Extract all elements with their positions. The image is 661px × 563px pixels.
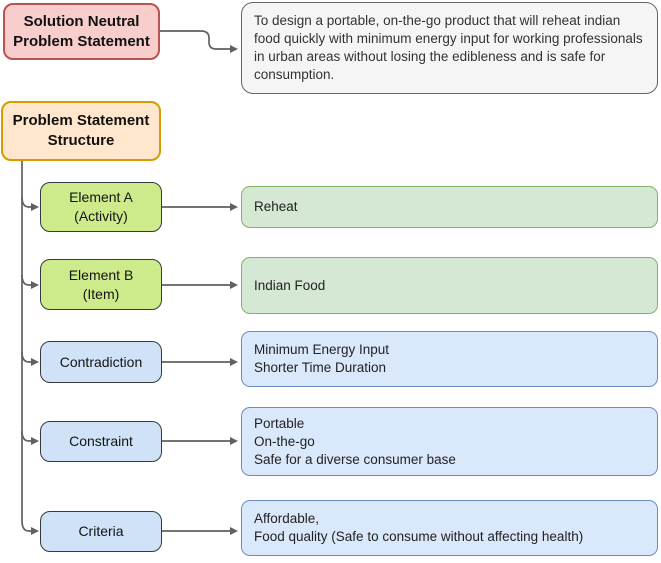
row-label-line: Constraint: [69, 433, 133, 449]
solution-neutral-header-box[interactable]: Solution Neutral Problem Statement: [3, 3, 160, 60]
row-label-line: Criteria: [78, 523, 124, 539]
branch-arrow-element-b: [21, 274, 39, 289]
row-value-line: Safe for a diverse consumer base: [254, 451, 456, 467]
row-value-line: Shorter Time Duration: [254, 360, 387, 375]
branch-arrow-element-a: [21, 196, 39, 211]
row-value-line: Food quality (Safe to consume without af…: [254, 529, 584, 544]
row-value-line: Indian Food: [254, 277, 326, 293]
row-label-contradiction[interactable]: Contradiction: [40, 341, 162, 383]
problem-statement-text: To design a portable, on-the-go product …: [254, 13, 643, 82]
solution-neutral-label-line: Problem Statement: [13, 32, 150, 50]
row-value-line: Affordable,: [254, 511, 320, 526]
problem-statement-text-box[interactable]: To design a portable, on-the-go product …: [241, 2, 658, 94]
structure-label-line: Problem Statement: [12, 112, 150, 129]
row-label-element-b[interactable]: Element B (Item): [40, 259, 162, 310]
structure-trunk-line: [21, 161, 39, 535]
row-label-line: Contradiction: [59, 353, 143, 370]
row-value-line: On-the-go: [254, 433, 315, 449]
structure-label-line: Structure: [47, 132, 115, 149]
row-label-line: Element B: [68, 266, 134, 283]
row-value-constraint[interactable]: Portable On-the-go Safe for a diverse co…: [241, 407, 658, 476]
row-value-line: Reheat: [254, 199, 298, 214]
structure-header-box[interactable]: Problem Statement Structure: [1, 101, 161, 161]
solution-neutral-label-line: Solution Neutral: [23, 12, 140, 30]
row-value-line: Portable: [254, 415, 305, 431]
row-value-element-b[interactable]: Indian Food: [241, 257, 658, 314]
row-value-contradiction[interactable]: Minimum Energy Input Shorter Time Durati…: [241, 331, 658, 387]
row-label-criteria[interactable]: Criteria: [40, 511, 162, 552]
row-label-line: Element A: [69, 189, 133, 205]
branch-arrow-contradiction: [21, 351, 39, 366]
row-value-element-a[interactable]: Reheat: [241, 186, 658, 228]
row-value-line: Minimum Energy Input: [254, 342, 390, 357]
connector-statement-arrow: [160, 30, 238, 53]
row-value-criteria[interactable]: Affordable, Food quality (Safe to consum…: [241, 500, 658, 556]
row-label-line: (Item): [82, 285, 120, 302]
branch-arrow-constraint: [21, 430, 39, 445]
row-label-element-a[interactable]: Element A (Activity): [40, 182, 162, 232]
row-label-line: (Activity): [74, 208, 128, 224]
row-label-constraint[interactable]: Constraint: [40, 421, 162, 462]
